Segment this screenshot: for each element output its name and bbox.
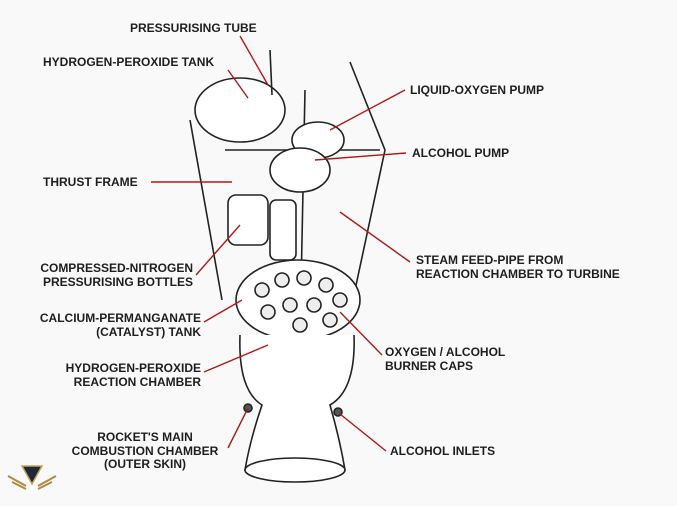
label-steam-feed-pipe: STEAM FEED-PIPE FROM REACTION CHAMBER TO… xyxy=(416,253,620,281)
leader-line xyxy=(339,211,411,263)
leader-line xyxy=(195,224,241,276)
leader-line xyxy=(339,413,387,452)
label-line: REACTION CHAMBER xyxy=(73,374,201,389)
label-combustion-chamber: ROCKET'S MAIN COMBUSTION CHAMBER (OUTER … xyxy=(60,430,230,472)
label-lox-pump: LIQUID-OXYGEN PUMP xyxy=(410,83,545,97)
label-line: (OUTER SKIN) xyxy=(104,457,186,471)
catalyst-tank-shape xyxy=(269,199,297,261)
forum-logo xyxy=(7,465,57,490)
label-reaction-chamber: HYDROGEN-PEROXIDE REACTION CHAMBER xyxy=(65,361,201,389)
leader-line xyxy=(227,69,249,99)
label-catalyst-tank: CALCIUM-PERMANGANATE (CATALYST) TANK xyxy=(39,311,201,339)
frame-strut xyxy=(189,119,223,301)
nozzle-exit-shape xyxy=(244,457,346,483)
wings-icon xyxy=(7,475,57,490)
leader-line xyxy=(314,152,407,161)
frame-strut xyxy=(354,149,386,291)
leader-line xyxy=(339,311,383,356)
leader-line xyxy=(239,35,269,86)
burner-caps-shape xyxy=(254,270,348,333)
label-line: PRESSURISING BOTTLES xyxy=(42,274,193,289)
label-line: (CATALYST) TANK xyxy=(96,324,201,339)
h2o2-tank-shape xyxy=(194,77,286,143)
nitrogen-bottles-shape xyxy=(227,194,269,246)
label-line: COMPRESSED-NITROGEN xyxy=(40,261,193,275)
label-alcohol-pump: ALCOHOL PUMP xyxy=(412,146,510,160)
label-line: STEAM FEED-PIPE FROM xyxy=(416,253,564,267)
label-alcohol-inlets: ALCOHOL INLETS xyxy=(390,444,496,458)
label-line: BURNER CAPS xyxy=(385,358,474,373)
leader-line xyxy=(203,299,243,323)
shield-icon xyxy=(20,465,44,486)
label-line: CALCIUM-PERMANGANATE xyxy=(39,311,201,325)
leader-lines xyxy=(151,35,411,452)
label-nitrogen-bottles: COMPRESSED-NITROGEN PRESSURISING BOTTLES xyxy=(40,261,193,289)
label-pressurising-tube: PRESSURISING TUBE xyxy=(130,21,257,35)
frame-strut xyxy=(349,61,386,151)
label-thrust-frame: THRUST FRAME xyxy=(43,175,138,189)
label-burner-caps: OXYGEN / ALCOHOL BURNER CAPS xyxy=(385,345,506,373)
label-line: OXYGEN / ALCOHOL xyxy=(385,345,506,359)
label-line: HYDROGEN-PEROXIDE xyxy=(65,361,201,375)
label-line: ROCKET'S MAIN xyxy=(97,430,193,444)
pressurising-tube-shape xyxy=(269,49,273,96)
label-line: COMBUSTION CHAMBER xyxy=(71,443,219,458)
turbine-shape xyxy=(269,147,331,193)
leader-line xyxy=(203,344,269,373)
label-h2o2-tank: HYDROGEN-PEROXIDE TANK xyxy=(43,55,215,69)
leader-line xyxy=(329,89,406,131)
combustion-chamber-shape xyxy=(239,334,355,471)
label-line: REACTION CHAMBER TO TURBINE xyxy=(416,266,620,281)
leader-line xyxy=(227,407,249,449)
